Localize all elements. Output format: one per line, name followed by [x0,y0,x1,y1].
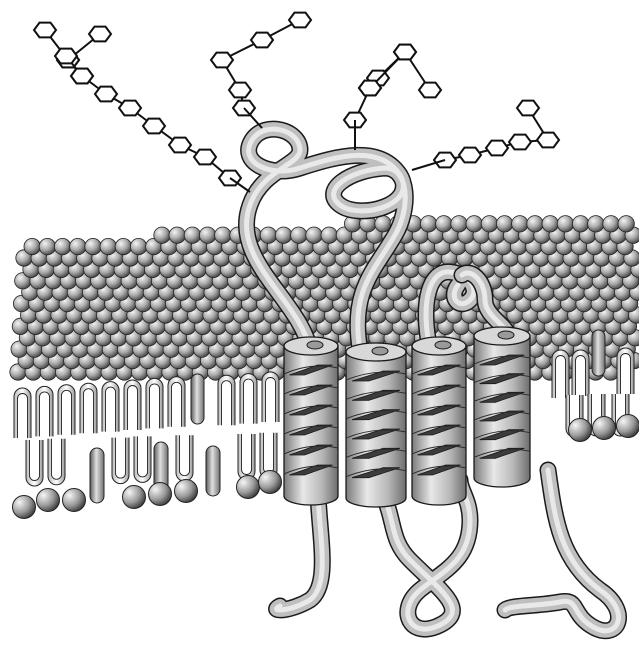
lipid-tail-inner [150,384,160,429]
lipid-head-bead [169,227,185,243]
lipid-head-bead [24,238,40,254]
helix-opening [498,331,514,339]
lipid-tail-inner [222,381,232,425]
lipid-head-bead [291,227,307,243]
lipid-head-bead [436,216,452,232]
lipid-tail-inner [40,392,50,437]
lipid-head-bead [618,216,634,232]
lipid-tail-inner [172,382,182,427]
helix-cylinder [346,343,406,507]
lipid-tail-inner [128,386,138,431]
lipid-head-bead [603,216,619,232]
lipid-head-bead [115,238,131,254]
cholesterol [592,330,605,376]
lipid-tail-inner [18,394,28,438]
lipid-head-bead [149,483,172,506]
lipid-tail-inner [621,354,631,394]
lipid-head-bead [70,238,86,254]
sugar-ring-icon [55,49,77,64]
helix-opening [372,347,388,355]
lipid-head-bead [496,216,512,232]
helix-cylinder [474,327,530,487]
lipid-tail-inner [244,379,254,424]
lipid-tail-inner [242,434,252,475]
sugar-ring-icon [89,27,111,42]
helix-cylinder [412,337,466,505]
lipid-head-bead [321,227,337,243]
lipid-head-bead [593,417,616,440]
lipid-head-bead [275,227,291,243]
lipid-head-bead [154,227,170,243]
sugar-ring-icon [359,81,381,96]
sugar-ring-icon [509,135,531,150]
lipid-head-bead [569,419,592,442]
lipid-tail-inner [116,438,126,479]
lipid-head-bead [199,227,215,243]
lipid-head-bead [175,480,198,503]
sugar-ring-icon [71,69,93,84]
sugar-ring-icon [517,101,539,116]
lipid-head-bead [466,216,482,232]
lipid-head-bead [512,216,528,232]
lipid-head-bead [63,489,86,512]
lipid-tail-inner [556,356,566,399]
sugar-ring-icon [486,141,508,156]
sugar-ring-icon [194,150,216,165]
lipid-head-bead [100,238,116,254]
lipid-head-bead [37,489,60,512]
lipid-tail-inner [30,440,40,481]
lipid-tail-inner [84,389,94,434]
lipid-tail-inner [138,436,148,477]
sugar-ring-icon [34,23,56,38]
cholesterol [90,448,104,503]
lipid-tail-inner [266,378,276,423]
lipid-head-bead [123,486,146,509]
lipid-tail-inner [264,433,274,474]
lipid-head-bead [130,238,146,254]
lipid-head-bead [617,415,639,438]
lipid-head-bead [39,238,55,254]
lipid-head-bead [542,216,558,232]
helix-opening [307,341,323,349]
sugar-ring-icon [169,138,191,153]
lipid-tail-inner [106,387,116,431]
lipid-head-bead [588,216,604,232]
lipid-head-bead [259,471,282,494]
lipid-head-bead [237,476,260,499]
lipid-head-bead [481,216,497,232]
sugar-ring-icon [289,13,311,28]
lipid-head-bead [184,227,200,243]
lipid-head-bead [572,216,588,232]
sugar-ring-icon [143,119,165,134]
lipid-head-bead [527,216,543,232]
sugar-ring-icon [119,101,141,116]
sugar-ring-icon [251,33,273,48]
lipid-head-bead [557,216,573,232]
sugar-ring-icon [537,133,559,148]
cholesterol [206,446,220,496]
lipid-head-bead [260,227,276,243]
lipid-head-bead [420,216,436,232]
sugar-ring-icon [419,83,441,98]
helix-opening [435,341,451,349]
lipid-head-bead [451,216,467,232]
lipid-tail-inner [576,356,586,397]
sugar-ring-icon [229,83,251,98]
lipid-tail-inner [62,390,72,435]
lipid-head-bead [215,227,231,243]
sugar-ring-icon [211,53,233,68]
sugar-ring-icon [459,148,481,163]
sugar-ring-icon [95,87,117,102]
helix-cylinder [284,337,338,505]
cholesterol [191,374,204,424]
sugar-ring-icon [394,45,416,60]
lipid-tail-inner [180,435,190,476]
lipid-head-bead [54,238,70,254]
lipid-head-bead [85,238,101,254]
lipid-tail-inner [52,439,62,480]
lipid-head-bead [306,227,322,243]
lipid-head-bead [13,496,36,519]
